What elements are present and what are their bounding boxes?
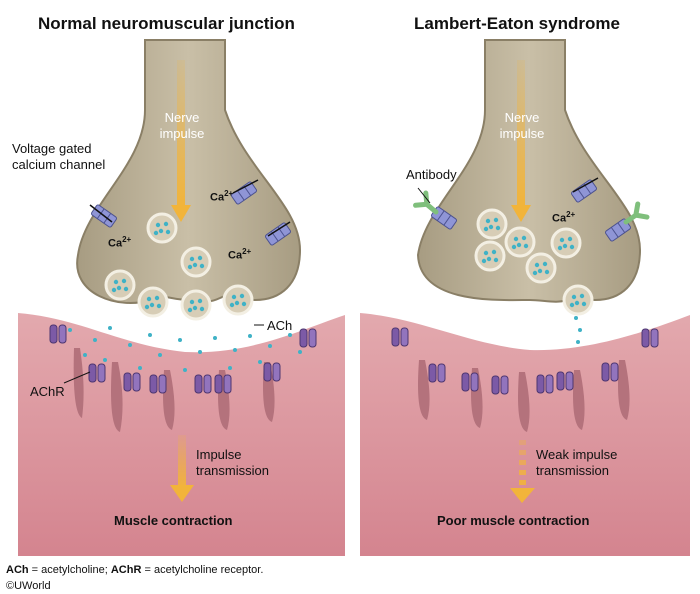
achr-label: AChR xyxy=(30,384,65,399)
nerve-impulse-label-left: Nerve impulse xyxy=(154,110,210,142)
achr-abbr: AChR xyxy=(110,564,142,576)
ca-symbol: Ca xyxy=(210,191,225,204)
nerve-impulse-line-1: Nerve xyxy=(164,110,200,125)
calcium-label-1: Ca2+ xyxy=(108,232,131,252)
transmission-line-1: Impulse xyxy=(196,447,242,462)
transmission-label-right: Weak impulse transmission xyxy=(536,447,617,479)
nerve-impulse-line-2: impulse xyxy=(499,126,545,141)
normal-panel xyxy=(18,39,345,556)
copyright: ©UWorld xyxy=(6,580,51,592)
result-label-right: Poor muscle contraction xyxy=(437,513,590,528)
vgcc-label-line-2: calcium channel xyxy=(12,157,106,172)
lambert-eaton-panel-title: Lambert-Eaton syndrome xyxy=(414,14,620,33)
achr-definition: = acetylcholine receptor. xyxy=(141,564,264,576)
normal-panel-title: Normal neuromuscular junction xyxy=(38,14,295,33)
transmission-label-left: Impulse transmission xyxy=(196,447,269,479)
transmission-line-2: transmission xyxy=(536,463,609,478)
ca-symbol: Ca xyxy=(228,249,243,262)
ca-symbol: Ca xyxy=(108,237,123,250)
calcium-label-2: Ca2+ xyxy=(210,186,233,206)
transmission-line-1: Weak impulse xyxy=(536,447,618,462)
junctional-folds-right xyxy=(418,360,630,432)
ach-label: ACh xyxy=(267,318,293,333)
ach-dots-left xyxy=(68,326,302,372)
ach-definition: = acetylcholine; xyxy=(28,564,111,576)
nerve-impulse-label-right: Nerve impulse xyxy=(494,110,550,142)
ca-charge: 2+ xyxy=(566,210,576,219)
ach-abbr: ACh xyxy=(6,564,29,576)
ca-charge: 2+ xyxy=(242,247,252,256)
calcium-label-right: Ca2+ xyxy=(552,207,575,227)
antibody-label: Antibody xyxy=(406,167,457,182)
abbreviations-footnote: ACh = acetylcholine; AChR = acetylcholin… xyxy=(6,564,263,576)
weak-transmission-arrow xyxy=(510,440,535,503)
ca-charge: 2+ xyxy=(122,235,132,244)
calcium-label-3: Ca2+ xyxy=(228,244,251,264)
vgcc-label-line-1: Voltage gated xyxy=(12,141,92,156)
ca-charge: 2+ xyxy=(224,189,234,198)
result-label-left: Muscle contraction xyxy=(114,513,233,528)
nerve-impulse-line-1: Nerve xyxy=(504,110,540,125)
nerve-impulse-line-2: impulse xyxy=(159,126,205,141)
ca-symbol: Ca xyxy=(552,212,567,225)
vgcc-label: Voltage gated calcium channel xyxy=(12,141,105,173)
lambert-eaton-panel xyxy=(360,39,690,556)
transmission-line-2: transmission xyxy=(196,463,269,478)
ach-dots-right xyxy=(574,316,582,344)
